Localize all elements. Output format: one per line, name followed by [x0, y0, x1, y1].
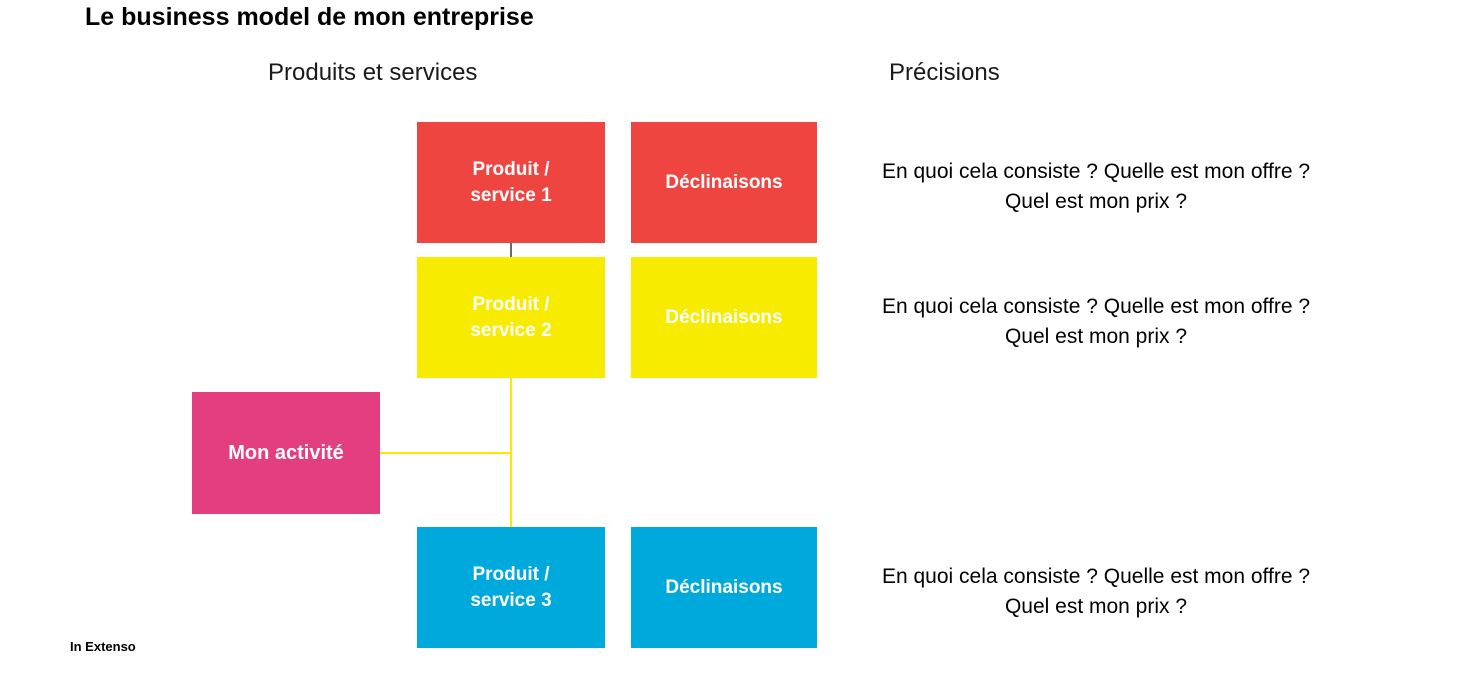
box-mon-activite: Mon activité — [192, 392, 380, 514]
box-produit-service-3: Produit / service 3 — [417, 527, 605, 648]
in-extenso-logo: In Extenso — [70, 639, 136, 654]
box-produit-service-1-label: Produit / service 1 — [470, 158, 552, 206]
box-produit-service-3-label: Produit / service 3 — [470, 563, 552, 611]
connector-activity-services — [380, 452, 511, 454]
box-declinaisons-1-label: Déclinaisons — [665, 171, 783, 193]
precision-text-3: En quoi cela consiste ? Quelle est mon o… — [881, 565, 1311, 618]
page-title: Le business model de mon entreprise — [85, 3, 534, 31]
connector-service1-service2 — [510, 243, 512, 257]
box-declinaisons-3: Déclinaisons — [631, 527, 817, 648]
box-produit-service-2: Produit / service 2 — [417, 257, 605, 378]
connector-service2-service3 — [510, 378, 512, 527]
precision-text-1: En quoi cela consiste ? Quelle est mon o… — [881, 160, 1311, 213]
precision-text-2: En quoi cela consiste ? Quelle est mon o… — [881, 295, 1311, 348]
box-produit-service-2-label: Produit / service 2 — [470, 293, 552, 341]
box-produit-service-1: Produit / service 1 — [417, 122, 605, 243]
box-declinaisons-1: Déclinaisons — [631, 122, 817, 243]
column-header-produits-et-services: Produits et services — [268, 59, 478, 86]
column-header-precisions: Précisions — [889, 59, 1000, 86]
box-declinaisons-2: Déclinaisons — [631, 257, 817, 378]
box-declinaisons-3-label: Déclinaisons — [665, 576, 783, 598]
box-mon-activite-label: Mon activité — [228, 442, 344, 464]
box-declinaisons-2-label: Déclinaisons — [665, 306, 783, 328]
